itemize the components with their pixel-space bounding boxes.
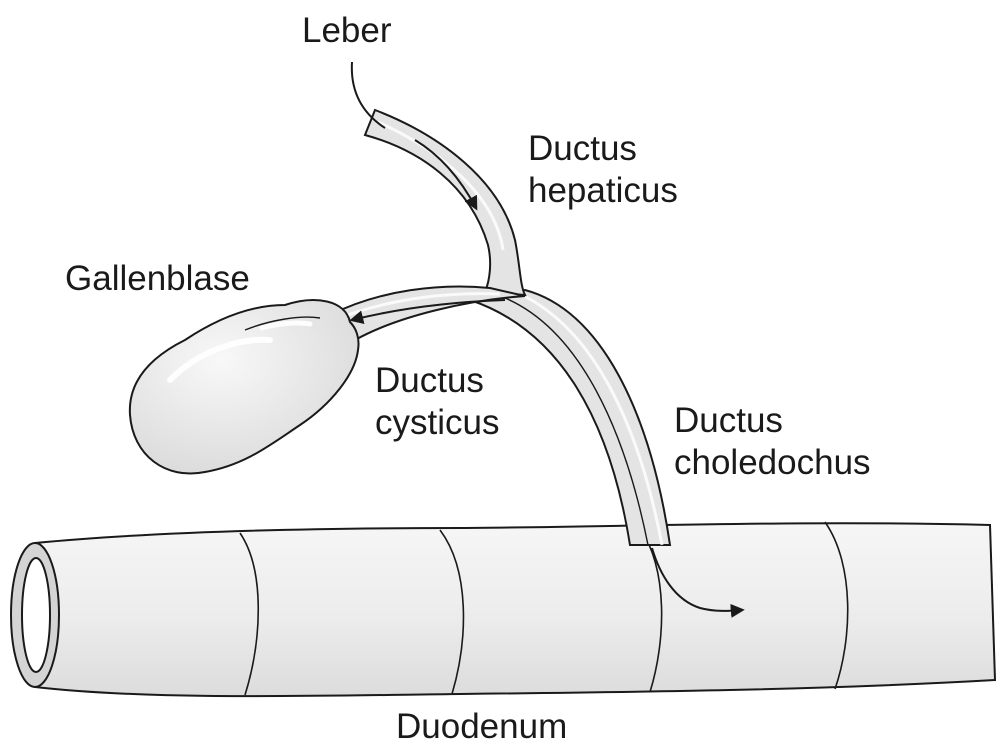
label-duodenum: Duodenum	[396, 706, 567, 748]
label-ductus-cysticus: Ductus cysticus	[375, 360, 499, 444]
duodenum	[11, 522, 995, 696]
ductus-choledochus-shape	[470, 290, 670, 545]
label-leber: Leber	[302, 10, 392, 52]
label-ductus-choledochus: Ductus choledochus	[674, 400, 871, 484]
gallbladder	[130, 300, 359, 473]
label-ductus-hepaticus: Ductus hepaticus	[528, 128, 678, 212]
label-gallenblase: Gallenblase	[65, 258, 250, 300]
ductus-hepaticus-shape	[365, 110, 525, 295]
ductus-cysticus-shape	[330, 286, 525, 340]
